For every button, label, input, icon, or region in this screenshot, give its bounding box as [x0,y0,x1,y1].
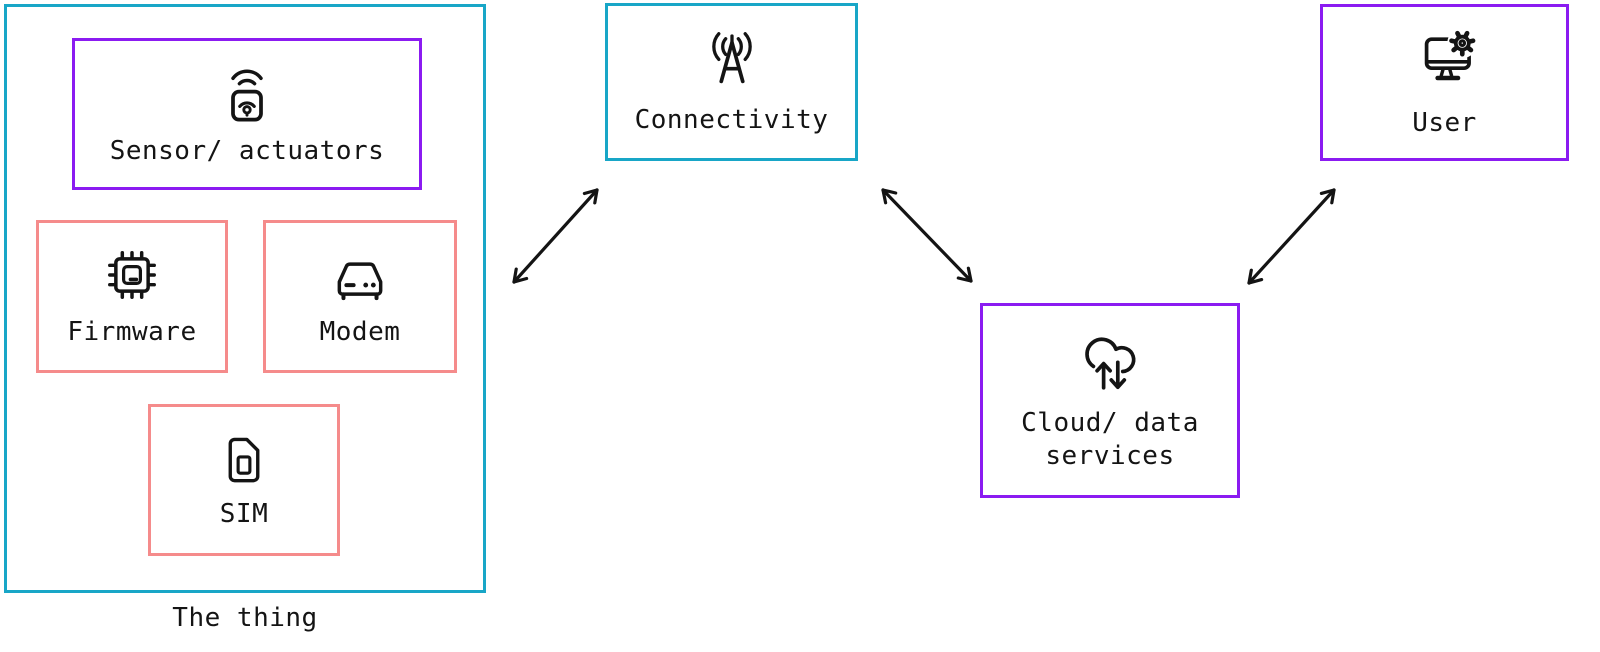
arrow-thing-connectivity [512,188,599,284]
smart-sensor-icon [215,61,279,125]
modem-box: Modem [263,220,457,373]
arrow-cloud-user [1247,188,1336,285]
sensor-actuators-box: Sensor/ actuators [72,38,422,190]
cloud-sync-icon [1076,329,1144,397]
firmware-label: Firmware [67,317,197,348]
cloud-label-line2: services [1045,440,1175,471]
user-label: User [1412,108,1477,139]
radio-antenna-icon [699,28,765,94]
monitor-gear-icon [1411,25,1479,93]
chip-icon [101,244,163,306]
arrow-connectivity-cloud [881,188,973,283]
user-box: User [1320,4,1569,161]
connectivity-box: Connectivity [605,3,858,161]
sim-box: SIM [148,404,340,556]
thing-label: The thing [172,603,318,633]
sensor-actuators-label: Sensor/ actuators [109,135,385,166]
sim-card-icon [214,430,274,490]
modem-icon [328,244,392,308]
connectivity-label: Connectivity [634,104,829,135]
modem-label: Modem [319,317,401,348]
firmware-box: Firmware [36,220,228,373]
cloud-label-line1: Cloud/ data [1021,408,1199,438]
sim-label: SIM [219,498,269,529]
